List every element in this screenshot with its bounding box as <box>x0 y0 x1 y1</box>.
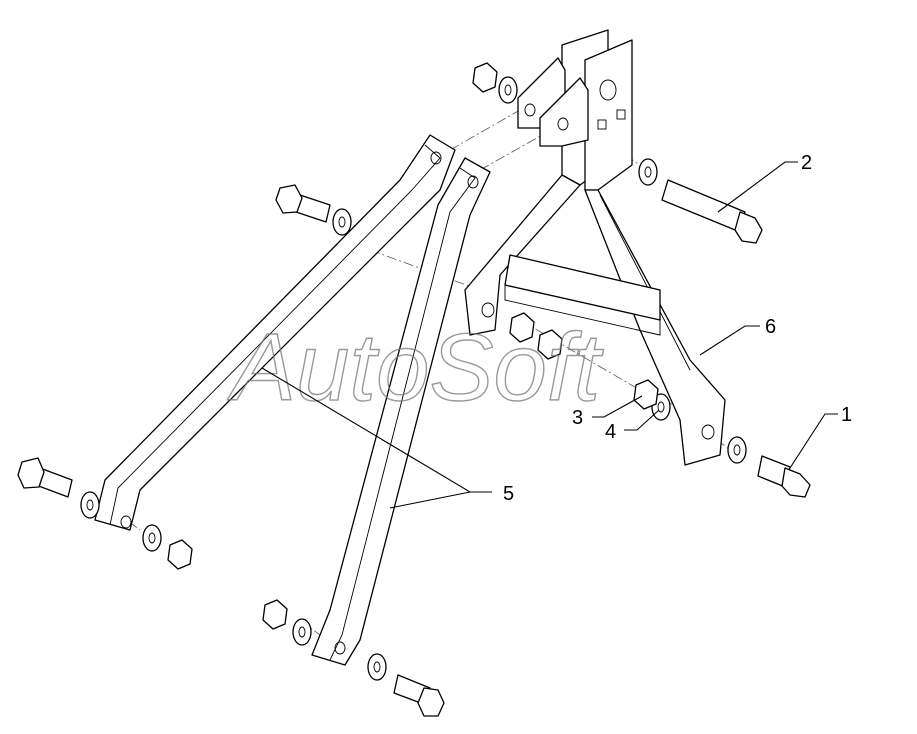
brace-arm-right <box>311 157 491 666</box>
frame-main <box>464 29 726 466</box>
callout-6: 6 <box>765 316 776 338</box>
bolt-1 <box>757 455 811 498</box>
callout-1: 1 <box>841 404 852 426</box>
callout-5: 5 <box>503 483 514 505</box>
callout-2: 2 <box>801 152 812 174</box>
bolt-bottom <box>393 674 445 717</box>
bolt-2 <box>661 179 763 244</box>
washers <box>80 76 747 681</box>
nuts <box>167 62 659 630</box>
leader-lines <box>261 161 838 509</box>
callout-3: 3 <box>572 407 583 429</box>
watermark-text: AutoSoft <box>227 314 604 421</box>
brace-arm-left <box>94 134 456 531</box>
bolt-upper-left <box>275 184 331 223</box>
bolt-lower-left <box>17 457 73 498</box>
callout-4: 4 <box>605 421 616 443</box>
